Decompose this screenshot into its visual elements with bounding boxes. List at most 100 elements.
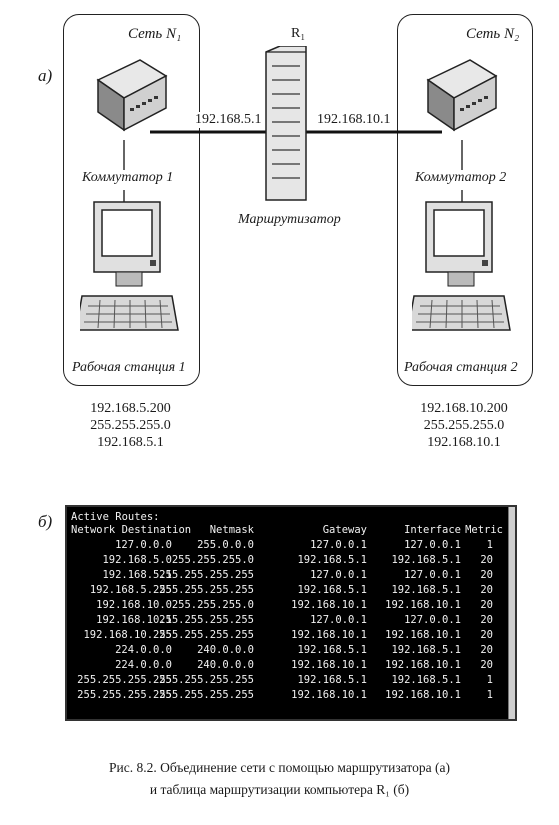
- router-left-ip: 192.168.5.1: [193, 112, 264, 128]
- route-cell-destination: 255.255.255.255: [77, 674, 172, 686]
- route-cell-netmask: 255.255.255.255: [159, 674, 254, 686]
- route-cell-netmask: 240.0.0.0: [197, 659, 254, 671]
- route-cell-gateway: 192.168.5.1: [297, 554, 367, 566]
- route-cell-gateway: 127.0.0.1: [310, 539, 367, 551]
- header-netmask: Netmask: [209, 524, 254, 536]
- route-cell-gateway: 192.168.10.1: [291, 599, 367, 611]
- route-cell-metric: 20: [480, 614, 493, 626]
- switch-1-label: Коммутатор 1: [82, 170, 174, 185]
- route-cell-metric: 20: [480, 629, 493, 641]
- route-table-header: Network Destination Netmask Gateway Inte…: [67, 524, 507, 537]
- header-interface: Interface: [404, 524, 461, 536]
- header-metric: Metric: [465, 524, 503, 536]
- switch-1-icon: [96, 59, 168, 132]
- network-2-label: Сеть N₂: [466, 26, 520, 42]
- route-cell-metric: 20: [480, 584, 493, 596]
- route-cell-interface: 127.0.0.1: [404, 539, 461, 551]
- route-cell-netmask: 255.255.255.0: [171, 599, 254, 611]
- route-cell-interface: 192.168.10.1: [385, 599, 461, 611]
- route-cell-gateway: 192.168.10.1: [291, 689, 367, 701]
- route-cell-gateway: 192.168.5.1: [297, 644, 367, 656]
- route-cell-destination: 192.168.5.255: [89, 584, 172, 596]
- route-cell-interface: 192.168.5.1: [391, 554, 461, 566]
- route-cell-interface: 192.168.10.1: [385, 659, 461, 671]
- router-right-ip: 192.168.10.1: [315, 112, 393, 128]
- ws1-ip: 192.168.5.200: [90, 401, 171, 416]
- route-cell-interface: 127.0.0.1: [404, 614, 461, 626]
- route-cell-netmask: 255.255.255.255: [159, 689, 254, 701]
- route-cell-netmask: 255.255.255.255: [159, 614, 254, 626]
- network-1-label: Сеть N₁: [128, 26, 182, 42]
- route-cell-interface: 127.0.0.1: [404, 569, 461, 581]
- route-table-row: 224.0.0.0 240.0.0.0 192.168.10.1 192.168.10…: [67, 659, 507, 672]
- route-table-terminal: Active Routes: Network Destination Netma…: [65, 505, 517, 721]
- workstation-1-icon: [80, 201, 179, 331]
- route-cell-gateway: 192.168.5.1: [297, 584, 367, 596]
- header-destination: Network Destination: [71, 524, 192, 536]
- route-cell-gateway: 192.168.5.1: [297, 674, 367, 686]
- route-cell-metric: 20: [480, 659, 493, 671]
- route-cell-destination: 255.255.255.255: [77, 689, 172, 701]
- route-cell-metric: 1: [486, 539, 493, 551]
- header-gateway: Gateway: [322, 524, 367, 536]
- route-cell-interface: 192.168.10.1: [385, 689, 461, 701]
- ws2-gateway: 192.168.10.1: [427, 435, 501, 450]
- terminal-scrollbar[interactable]: [508, 507, 515, 719]
- route-cell-metric: 20: [480, 644, 493, 656]
- ws2-ip: 192.168.10.200: [420, 401, 508, 416]
- route-table-row: 127.0.0.0 255.0.0.0 127.0.0.1 127.0.0.1 1: [67, 539, 507, 552]
- route-cell-gateway: 192.168.10.1: [291, 629, 367, 641]
- route-cell-metric: 20: [480, 599, 493, 611]
- ws2-mask: 255.255.255.0: [423, 418, 505, 433]
- router-name: R₁: [291, 26, 306, 41]
- ws1-gateway: 192.168.5.1: [97, 435, 164, 450]
- part-a-label: а): [38, 66, 53, 85]
- route-cell-metric: 20: [480, 554, 493, 566]
- route-cell-gateway: 127.0.0.1: [310, 569, 367, 581]
- route-cell-destination: 192.168.5.0: [102, 554, 172, 566]
- workstation-2-icon: [412, 201, 511, 331]
- route-cell-destination: 192.168.10.255: [83, 629, 172, 641]
- route-cell-destination: 192.168.5.1: [102, 569, 172, 581]
- workstation-1-config: 192.168.5.200 255.255.255.0 192.168.5.1: [63, 400, 198, 451]
- workstation-2-label: Рабочая станция 2: [404, 360, 518, 375]
- route-cell-interface: 192.168.5.1: [391, 584, 461, 596]
- switch-2-label: Коммутатор 2: [415, 170, 507, 185]
- route-table-row: 224.0.0.0 240.0.0.0 192.168.5.1 192.168.5.1…: [67, 644, 507, 657]
- figure-caption-line-1: Рис. 8.2. Объединение сети с помощью мар…: [109, 760, 450, 775]
- route-cell-interface: 192.168.10.1: [385, 629, 461, 641]
- route-cell-gateway: 127.0.0.1: [310, 614, 367, 626]
- route-cell-metric: 1: [486, 674, 493, 686]
- route-table-title: Active Routes:: [71, 511, 160, 523]
- route-cell-netmask: 255.255.255.255: [159, 629, 254, 641]
- workstation-1-label: Рабочая станция 1: [72, 360, 186, 375]
- route-cell-gateway: 192.168.10.1: [291, 659, 367, 671]
- router-label: Маршрутизатор: [238, 212, 341, 227]
- router-icon: [265, 46, 307, 201]
- figure-caption-line-2: и таблица маршрутизации компьютера R₁ (б…: [149, 782, 410, 797]
- route-cell-netmask: 255.0.0.0: [197, 539, 254, 551]
- route-cell-destination: 192.168.10.0: [96, 599, 172, 611]
- route-cell-interface: 192.168.5.1: [391, 644, 461, 656]
- switch-2-icon: [426, 59, 498, 132]
- route-cell-destination: 192.168.10.1: [96, 614, 172, 626]
- route-cell-interface: 192.168.5.1: [391, 674, 461, 686]
- part-b-label: б): [38, 512, 53, 531]
- route-cell-metric: 20: [480, 569, 493, 581]
- route-cell-destination: 224.0.0.0: [115, 659, 172, 671]
- route-cell-netmask: 240.0.0.0: [197, 644, 254, 656]
- route-cell-destination: 224.0.0.0: [115, 644, 172, 656]
- route-cell-destination: 127.0.0.0: [115, 539, 172, 551]
- route-cell-netmask: 255.255.255.255: [159, 569, 254, 581]
- route-cell-netmask: 255.255.255.0: [171, 554, 254, 566]
- workstation-2-config: 192.168.10.200 255.255.255.0 192.168.10.…: [397, 400, 531, 451]
- route-cell-netmask: 255.255.255.255: [159, 584, 254, 596]
- route-cell-metric: 1: [486, 689, 493, 701]
